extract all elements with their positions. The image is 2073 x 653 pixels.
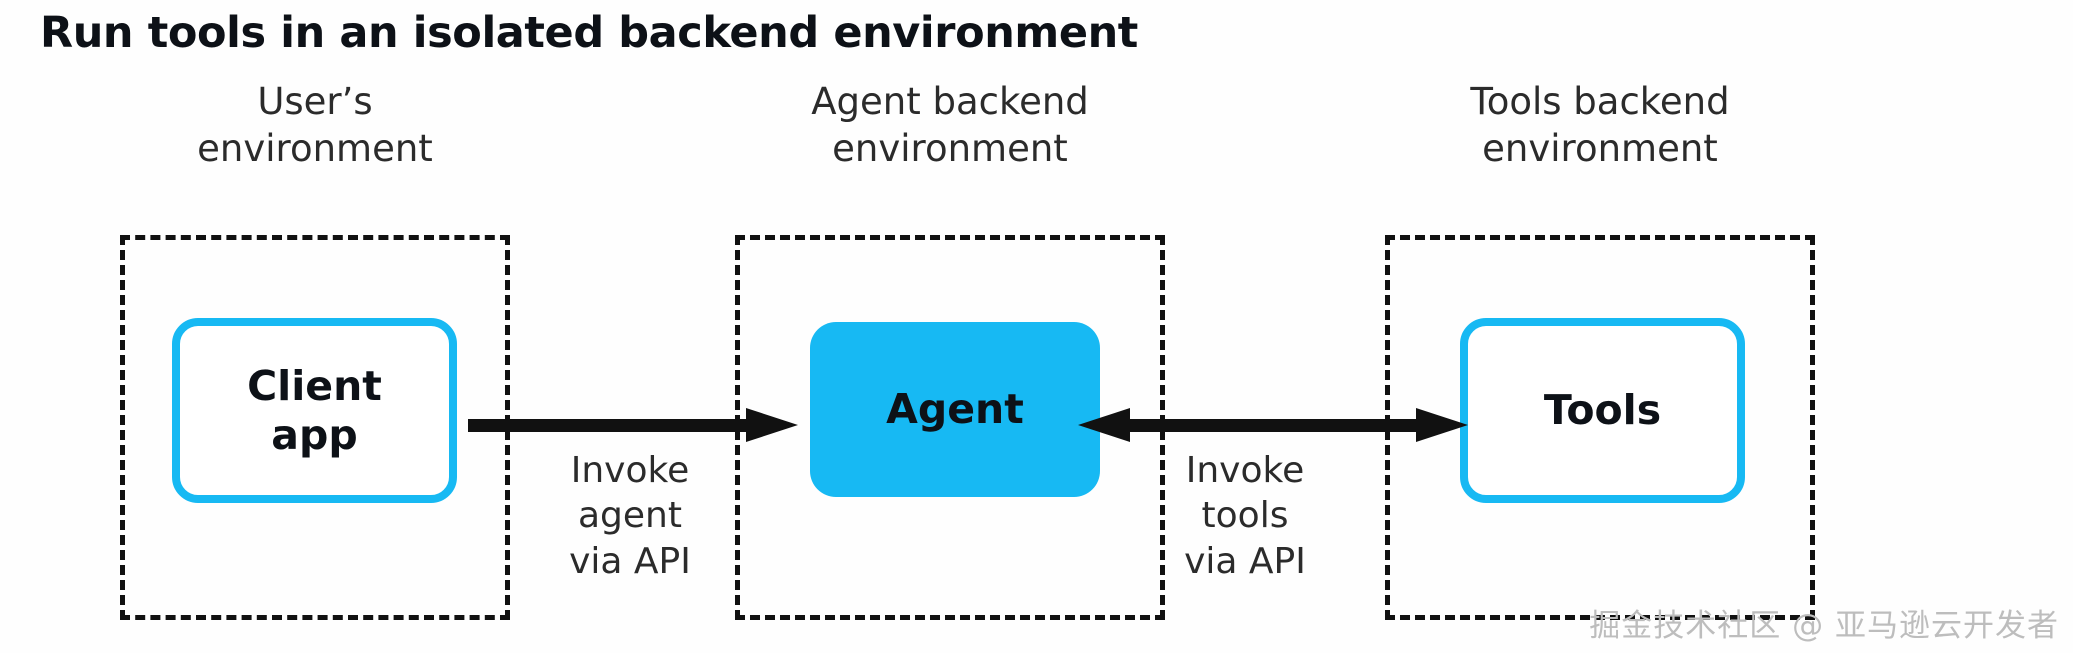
node-agent[interactable]: Agent bbox=[810, 322, 1100, 497]
column-header-user-environment: User’s environment bbox=[197, 80, 433, 171]
page-title: Run tools in an isolated backend environ… bbox=[40, 8, 1138, 58]
column-header-tools-backend-environment: Tools backend environment bbox=[1470, 80, 1730, 171]
node-client-app[interactable]: Client app bbox=[172, 318, 457, 503]
arrow-bidirectional-icon-agent-to-tools bbox=[1078, 405, 1468, 445]
watermark: 掘金技术社区 @ 亚马逊云开发者 bbox=[1589, 608, 2059, 644]
connector-caption-client-to-agent: Invoke agent via API bbox=[569, 450, 691, 582]
connector-caption-agent-to-tools: Invoke tools via API bbox=[1184, 450, 1306, 582]
node-tools[interactable]: Tools bbox=[1460, 318, 1745, 503]
column-header-agent-backend-environment: Agent backend environment bbox=[811, 80, 1089, 171]
arrow-right-icon-client-to-agent bbox=[468, 405, 798, 445]
